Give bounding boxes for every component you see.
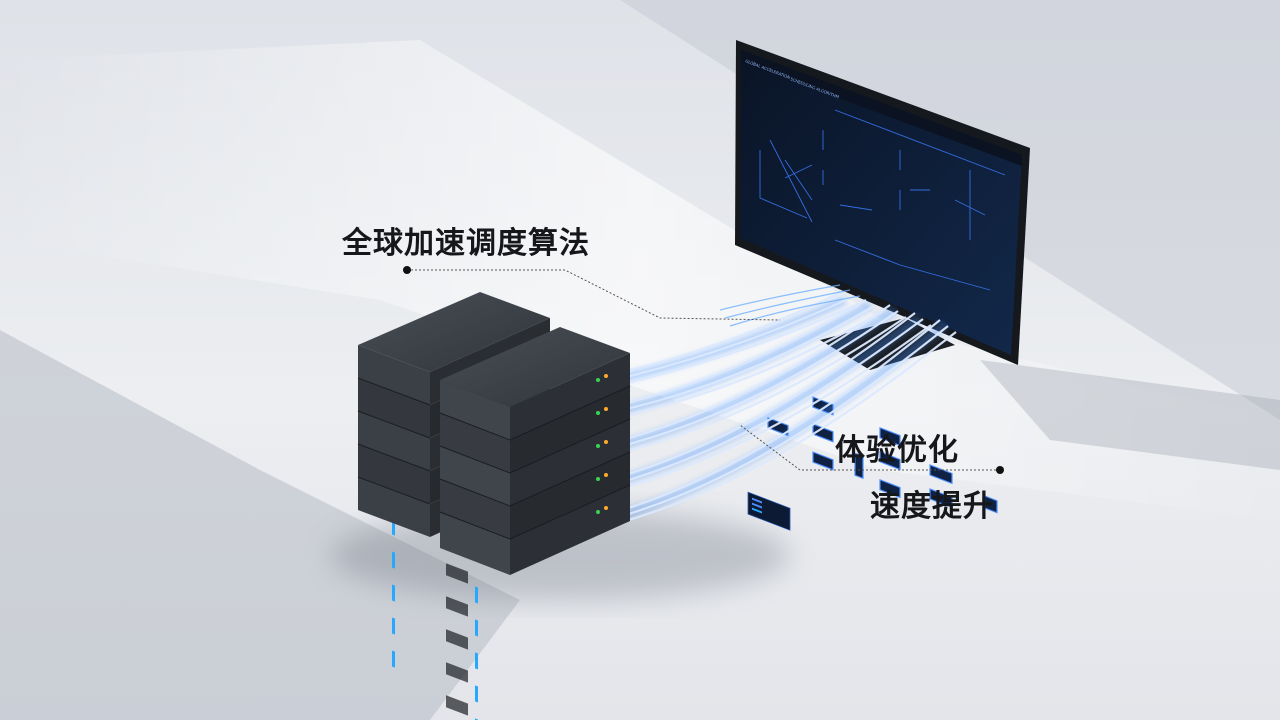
- led-blue: [392, 617, 395, 635]
- monitor-header-bar: [741, 50, 1022, 166]
- cable-strands-upper: [719, 284, 861, 327]
- led-green: [596, 510, 600, 514]
- led-orange: [604, 440, 608, 444]
- led-green: [596, 444, 600, 448]
- annotation-leaders: [403, 266, 1004, 474]
- server-top: [358, 292, 550, 372]
- led-blue: [392, 551, 395, 569]
- led-green: [596, 378, 600, 382]
- label-algorithm: 全球加速调度算法: [342, 226, 590, 261]
- flowchart: [767, 396, 998, 514]
- flowchart-node: [879, 478, 901, 499]
- light-beam: [0, 40, 1280, 520]
- server-seams-front: [439, 385, 631, 540]
- led-orange: [604, 407, 608, 411]
- floor-shadow-left: [0, 330, 520, 720]
- led-blue: [475, 685, 478, 703]
- flowchart-node: [879, 450, 901, 471]
- label-experience: 体验优化: [835, 433, 959, 468]
- fiber-cables: [620, 284, 957, 524]
- server-seams-back: [357, 377, 431, 505]
- flowchart-node: [854, 452, 864, 480]
- flowchart-node: [812, 451, 834, 471]
- led-blue: [392, 584, 395, 602]
- led-orange: [604, 374, 608, 378]
- led-green: [596, 477, 600, 481]
- led-green: [596, 411, 600, 415]
- leader-dot-experience: [996, 466, 1004, 474]
- cable-strands: [621, 291, 957, 524]
- led-orange: [604, 506, 608, 510]
- leader-line-algorithm: [411, 269, 781, 321]
- flowchart-links: [759, 109, 1006, 291]
- led-blue: [475, 652, 478, 670]
- vent-grills: [446, 563, 468, 716]
- leader-dot-algorithm: [403, 266, 411, 274]
- flowchart-node: [929, 488, 953, 509]
- monitor-screen: [740, 50, 1022, 355]
- wall-shadow: [0, 0, 1280, 420]
- flowchart-node: [984, 495, 998, 514]
- led-blue: [475, 586, 478, 604]
- monitor-legend: [747, 491, 791, 531]
- monitor-shadow: [980, 360, 1280, 470]
- led-blue: [475, 619, 478, 637]
- label-speed: 速度提升: [870, 489, 994, 524]
- server-top: [440, 327, 630, 407]
- flowchart-node: [879, 426, 901, 447]
- server-stack-front: [439, 327, 631, 720]
- led-orange: [604, 473, 608, 477]
- led-blue: [392, 650, 395, 668]
- leader-line-experience: [739, 424, 996, 471]
